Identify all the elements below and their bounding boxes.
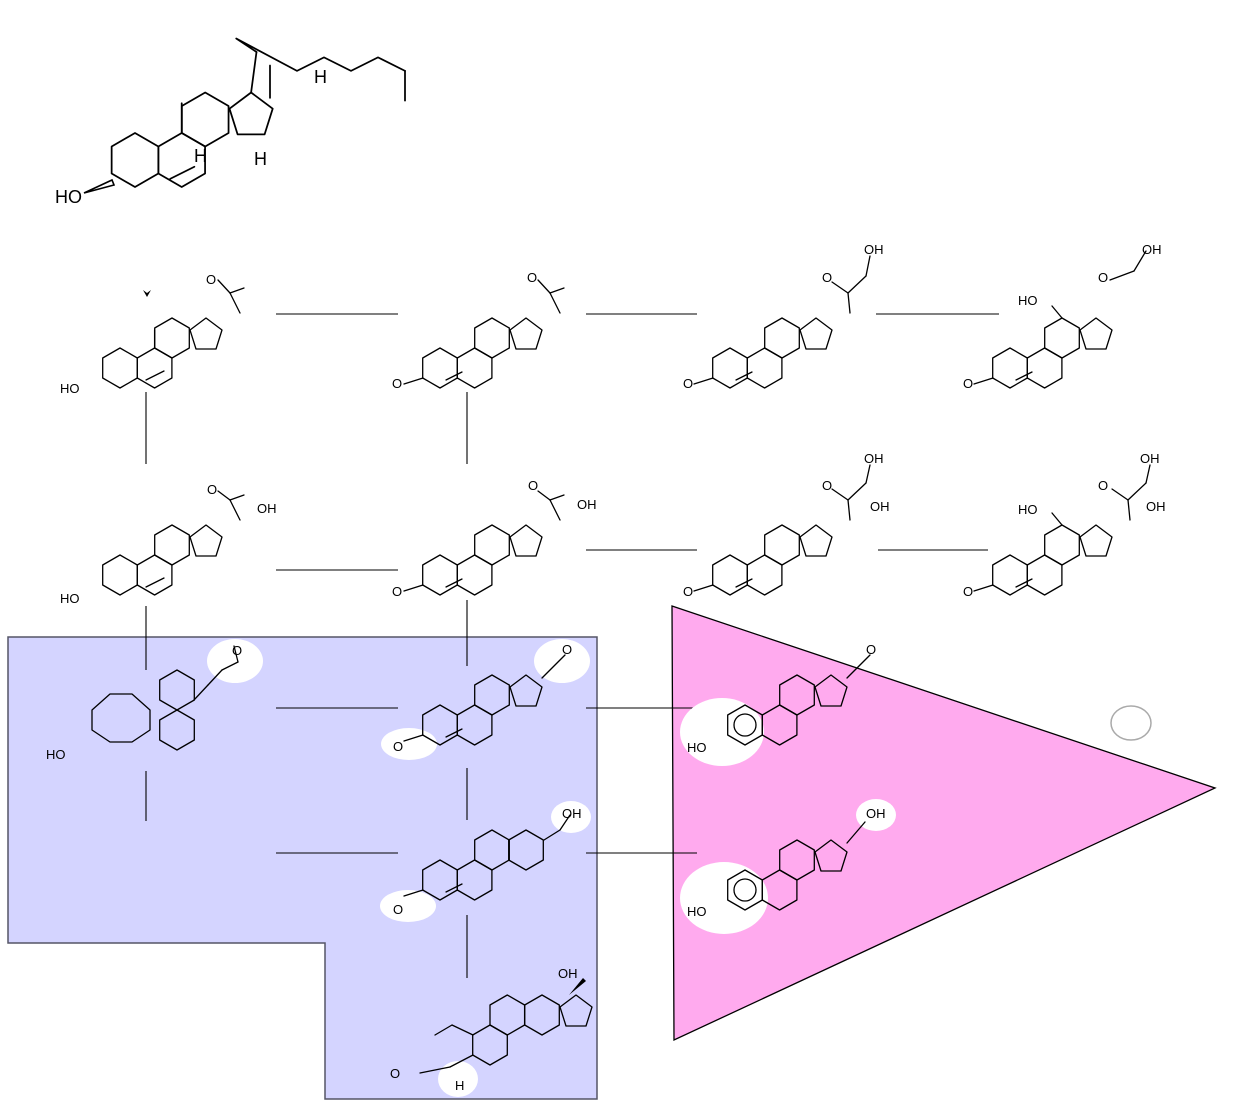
progesterone-structure[interactable]: O O [392,270,565,391]
cholesterol-structure[interactable]: HO H H H [55,37,406,207]
dhea-o-label: O [232,643,242,658]
hydroxypregnenolone-ho-label: HO [60,591,80,606]
deoxycortisol-structure[interactable]: O O OH OH [683,451,890,599]
estradiol-ho-label: HO [687,904,707,919]
deoxycorticosterone-o-ring-label: O [683,376,693,391]
cortisol-oh-17-label: OH [1146,499,1166,514]
testosterone-structure[interactable]: O OH [380,801,591,922]
hydroxypregnenolone-oh-label: OH [257,501,277,516]
cortisol-structure[interactable]: HO O O OH OH [963,451,1166,599]
hydroxypregnenolone-structure[interactable]: HO O OH [60,482,277,606]
progesterone-o-ring-label: O [392,376,402,391]
corticosterone-oh-label: OH [1142,242,1162,257]
corticosterone-structure[interactable]: HO O O OH [963,242,1162,391]
pathway-connectors [145,313,999,978]
deoxycortisol-o-keto-label: O [822,478,832,493]
cholesterol-h-side-label: H [314,67,327,87]
deoxycorticosterone-oh-label: OH [864,242,884,257]
dihydro-h-label: H [455,1078,464,1093]
testosterone-o-ring-label: O [393,902,403,917]
pregnenolone-ho-label: HO [60,381,80,396]
deoxycorticosterone-structure[interactable]: O O OH [683,242,884,391]
deoxycorticosterone-o-keto-label: O [822,270,832,285]
dihydro-o-label: O [390,1066,400,1081]
estradiol-oh-label: OH [866,806,886,821]
testosterone-oh-label: OH [562,806,582,821]
estrone-structure[interactable]: HO O [680,642,876,766]
hydroxyprogesterone-oh-label: OH [577,497,597,512]
estradiol-structure[interactable]: HO OH [680,799,896,934]
marker-circle[interactable] [1110,705,1152,741]
hydroxyprogesterone-o-ring-label: O [392,584,402,599]
dihydro-oh-label: OH [558,966,578,981]
pregnenolone-o-label: O [206,272,216,287]
dhea-structure[interactable]: HO O [46,639,263,762]
androstenedione-o-17-label: O [562,642,572,657]
estrogen-region [671,605,1217,1042]
hydroxyprogesterone-o-keto-label: O [528,478,538,493]
corticosterone-o-ring-label: O [963,376,973,391]
dihydro-structure[interactable]: OH O H [390,966,593,1097]
estrone-o-label: O [866,642,876,657]
androstenedione-structure[interactable]: O O [381,639,590,760]
androgen-region [7,636,598,1100]
cholesterol-ho-label: HO [55,187,82,207]
dhea-ho-label: HO [46,747,66,762]
hydroxyprogesterone-structure[interactable]: O O OH [392,478,597,599]
cholesterol-h-ring-c-label: H [194,146,207,166]
cortisol-ho-label: HO [1018,502,1038,517]
pregnenolone-structure[interactable]: HO O [60,272,245,396]
cortisol-o-ring-label: O [963,584,973,599]
corticosterone-o-keto-label: O [1098,270,1108,285]
progesterone-o-keto-label: O [527,270,537,285]
cholesterol-h-ring-d-label: H [254,149,267,169]
corticosterone-ho-label: HO [1018,293,1038,308]
androstenedione-o-ring-label: O [393,739,403,754]
deoxycortisol-oh-17-label: OH [870,499,890,514]
deoxycortisol-oh-top-label: OH [864,451,884,466]
cortisol-o-keto-label: O [1098,478,1108,493]
cortisol-oh-top-label: OH [1140,451,1160,466]
deoxycortisol-o-ring-label: O [683,584,693,599]
estrone-ho-label: HO [687,740,707,755]
hydroxypregnenolone-o-label: O [207,482,217,497]
